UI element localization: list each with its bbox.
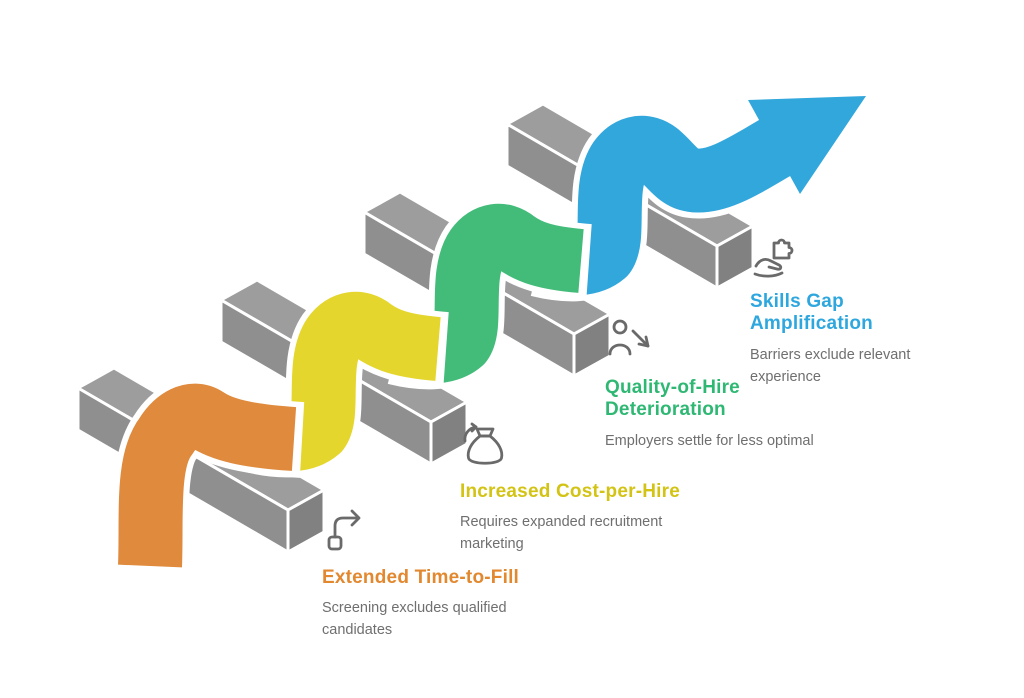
stage-title: Skills Gap Amplification (750, 291, 873, 335)
stage-skills-gap: Skills Gap Amplification Barriers exclud… (750, 230, 960, 388)
bar-end-face (286, 488, 326, 554)
stage-time-to-fill: Extended Time-to-Fill Screening excludes… (322, 506, 572, 642)
ribbon-arrow (112, 96, 866, 578)
person-decline-icon-strokes (608, 319, 650, 356)
bar-end-face (572, 312, 612, 378)
hand-puzzle-icon (753, 238, 794, 278)
hand-puzzle-icon-strokes (753, 238, 794, 278)
ribbon-segment-orange (118, 383, 297, 568)
stage-description: Barriers exclude relevant experience (750, 346, 911, 385)
stage-cost-per-hire: Increased Cost-per-Hire Requires expande… (460, 420, 710, 556)
turn-arrow-icon (327, 509, 361, 551)
money-bag-icon-strokes (463, 422, 504, 465)
stage-description: Employers settle for less optimal (605, 432, 814, 449)
bar-end-face (715, 224, 755, 290)
stage-title: Extended Time-to-Fill (322, 567, 520, 588)
stage-description: Requires expanded recruitment marketing (460, 514, 663, 553)
stage-quality-of-hire: Quality-of-Hire Deterioration Employers … (605, 316, 865, 453)
stage-description: Screening excludes qualified candidates (322, 600, 507, 639)
ribbon-segment-yellow (254, 291, 442, 472)
turn-arrow-icon-strokes (327, 509, 361, 551)
ribbon-segment-blue (540, 115, 795, 296)
bar-end-face (429, 400, 469, 466)
stage-title: Increased Cost-per-Hire (460, 481, 681, 502)
arrow-head (748, 96, 866, 194)
stage-title: Quality-of-Hire Deterioration (605, 377, 740, 421)
person-decline-icon (608, 319, 650, 356)
money-bag-icon (463, 422, 504, 465)
ribbon-segment-green (397, 203, 585, 384)
